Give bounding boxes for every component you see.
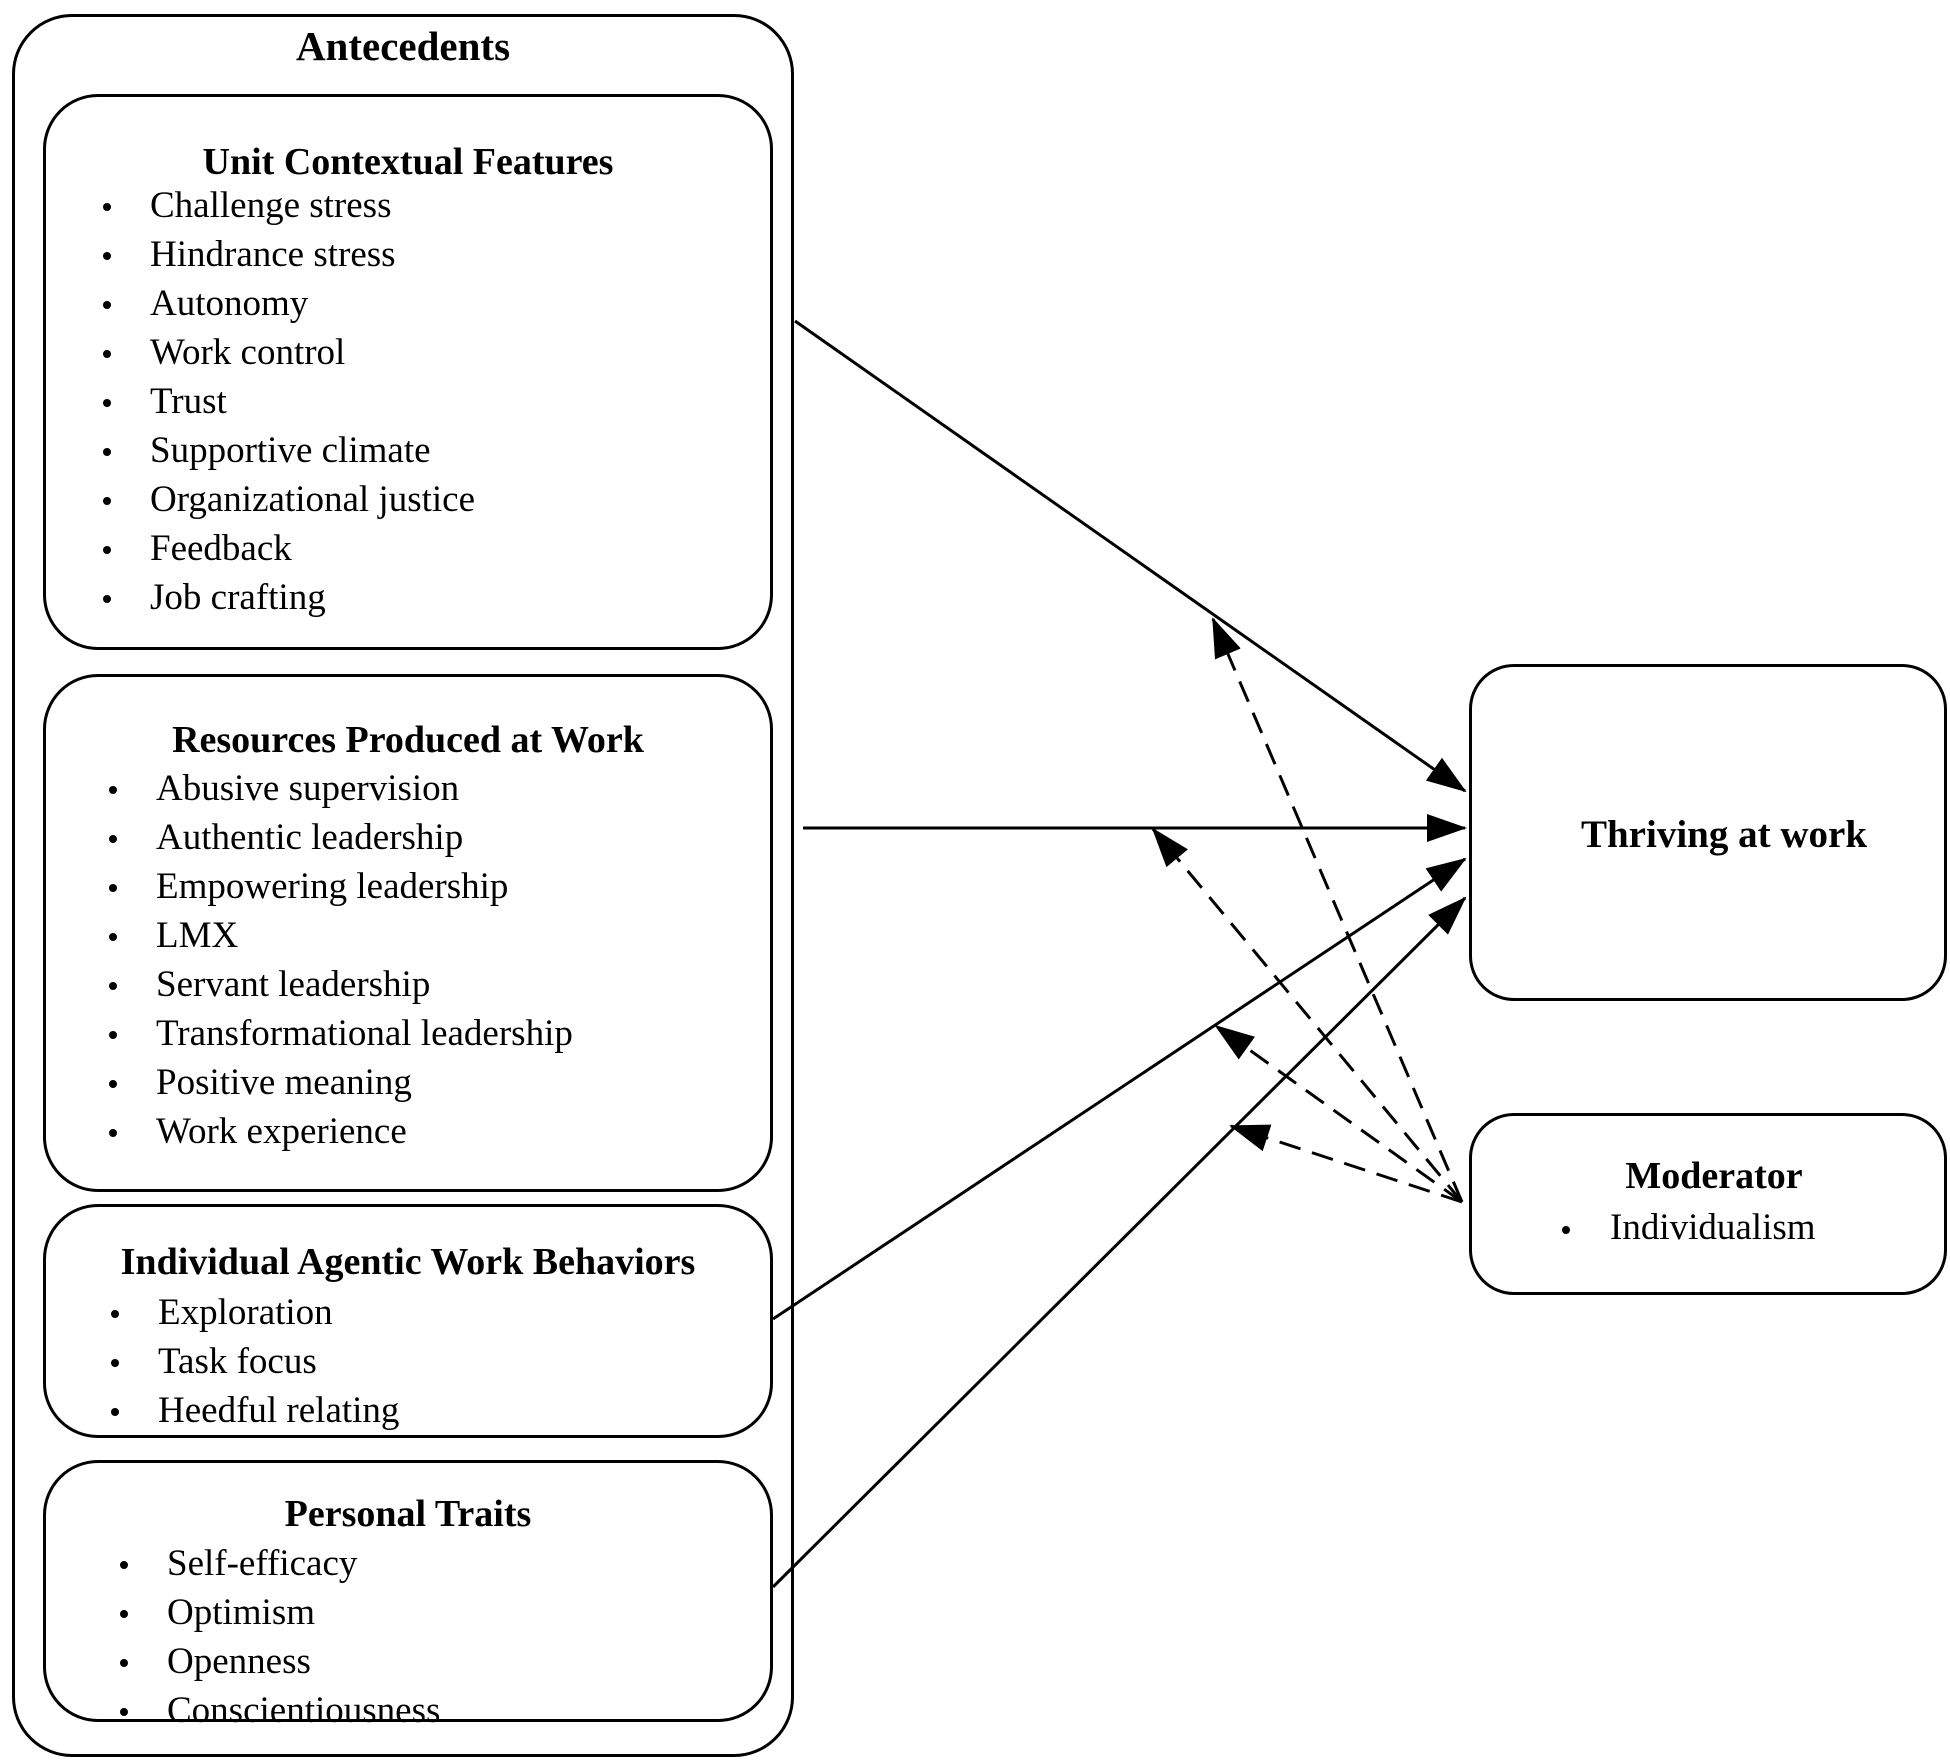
bullet-icon	[109, 1031, 117, 1039]
thriving-at-work-box	[1469, 664, 1947, 1001]
dashed-arrow-moderator-to-unit-path	[1211, 617, 1464, 1203]
bullet-icon	[103, 301, 111, 309]
bullet-icon	[109, 786, 117, 794]
bullet-icon	[111, 1359, 119, 1367]
group-title-individual-agentic-work-behaviors: Individual Agentic Work Behaviors	[120, 1241, 696, 1283]
bullet-icon	[103, 546, 111, 554]
bullet-icon	[103, 203, 111, 211]
bullet-icon	[120, 1659, 128, 1667]
thriving-at-work-label: Thriving at work	[1580, 813, 1868, 856]
group-resources-produced-at-work: Resources Produced at Work Abusive super…	[43, 674, 773, 1192]
bullet-icon	[103, 399, 111, 407]
bullet-icon	[109, 982, 117, 990]
group-title-resources-produced-at-work: Resources Produced at Work	[172, 719, 644, 761]
bullet-icon	[120, 1561, 128, 1569]
bullet-icon	[111, 1310, 119, 1318]
dashed-arrow-moderator-to-individual-path	[1214, 1024, 1463, 1204]
bullet-icon	[111, 1408, 119, 1416]
bullet-icon	[109, 1080, 117, 1088]
group-title-personal-traits: Personal Traits	[284, 1493, 532, 1535]
group-personal-traits: Personal Traits Self-efficacy Optimism O…	[43, 1460, 773, 1731]
moderator-box	[1469, 1113, 1947, 1295]
bullet-icon	[109, 1129, 117, 1137]
group-individual-agentic-work-behaviors: Individual Agentic Work Behaviors Explor…	[43, 1204, 773, 1438]
group-title-unit-contextual-features: Unit Contextual Features	[202, 141, 614, 183]
moderator-item: Individualism	[1610, 1207, 1816, 1248]
bullet-icon	[109, 835, 117, 843]
group-unit-contextual-features: Unit Contextual Features Challenge stres…	[43, 94, 773, 650]
bullet-icon	[103, 448, 111, 456]
dashed-arrow-moderator-to-personal-path	[1229, 1124, 1463, 1204]
bullet-icon	[120, 1708, 128, 1716]
dashed-arrow-moderator-to-resources-path	[1151, 827, 1464, 1203]
bullet-icon	[1562, 1226, 1570, 1234]
antecedents-title: Antecedents	[295, 23, 511, 69]
bullet-icon	[103, 252, 111, 260]
bullet-icon	[109, 933, 117, 941]
bullet-icon	[103, 497, 111, 505]
bullet-icon	[103, 350, 111, 358]
moderator-title: Moderator	[1625, 1155, 1803, 1197]
arrow-unit-to-thriving	[794, 319, 1467, 793]
arrow-personal-to-thriving	[771, 896, 1467, 1589]
bullet-icon	[109, 884, 117, 892]
bullet-icon	[120, 1610, 128, 1618]
arrow-individual-to-thriving	[772, 857, 1467, 1321]
bullet-icon	[103, 595, 111, 603]
